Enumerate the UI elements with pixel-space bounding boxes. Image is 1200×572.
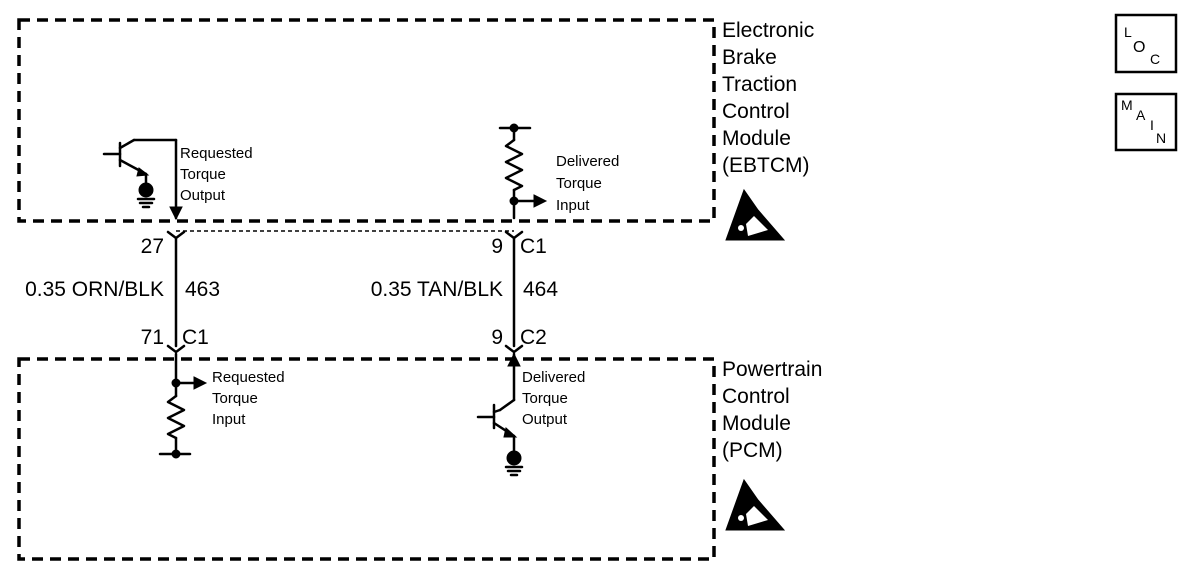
wire-464: 9 C1 0.35 TAN/BLK 464 9 C2	[371, 235, 558, 354]
wire-463-circuit: 463	[185, 278, 220, 301]
ebtcm-title-line: (EBTCM)	[722, 154, 810, 177]
wire-463-bottom-connector: C1	[182, 326, 209, 349]
main-icon[interactable]: M A I N	[1114, 92, 1178, 152]
loc-icon-char: L	[1124, 24, 1132, 40]
ebtcm-title-line: Module	[722, 127, 791, 150]
ebtcm-module: Electronic Brake Traction Control Module…	[17, 18, 814, 241]
ground-icon	[504, 450, 524, 477]
pcm-input-label-line: Input	[212, 411, 246, 428]
wire-463-top-pin: 27	[141, 235, 164, 258]
pcm-input-label-line: Torque	[212, 390, 258, 407]
pcm-title-line: (PCM)	[722, 439, 783, 462]
pcm-module: Powertrain Control Module (PCM) Requeste…	[17, 352, 822, 561]
ebtcm-title-line: Traction	[722, 73, 797, 96]
ebtcm-boundary	[17, 18, 716, 223]
esd-warning-icon	[725, 478, 786, 531]
esd-warning-icon	[725, 188, 786, 241]
pcm-title: Powertrain Control Module (PCM)	[722, 358, 822, 462]
ebtcm-input-label: Delivered Torque Input	[556, 153, 619, 214]
ground-icon	[136, 182, 156, 209]
ebtcm-input-label-line: Input	[556, 197, 590, 214]
loc-icon-char: O	[1133, 39, 1145, 56]
main-icon-char: N	[1156, 130, 1166, 146]
wire-464-bottom-connector: C2	[520, 326, 547, 349]
ebtcm-delivered-torque-input-resistor	[498, 123, 548, 220]
pcm-delivered-torque-output-transistor	[476, 352, 521, 454]
pcm-input-label: Requested Torque Input	[212, 369, 285, 428]
pcm-output-label-line: Output	[522, 411, 568, 428]
ebtcm-title-line: Brake	[722, 46, 777, 69]
pcm-title-line: Module	[722, 412, 791, 435]
loc-icon[interactable]: L O C	[1114, 13, 1178, 74]
ebtcm-input-label-line: Torque	[556, 175, 602, 192]
ebtcm-output-label: Requested Torque Output	[180, 145, 253, 204]
pcm-input-label-line: Requested	[212, 369, 285, 386]
ebtcm-title: Electronic Brake Traction Control Module…	[722, 19, 814, 177]
connector-c1-ebtcm	[166, 230, 524, 240]
ebtcm-requested-torque-output-transistor	[102, 138, 183, 221]
ebtcm-output-label-line: Output	[180, 187, 226, 204]
wire-463-gauge-color: 0.35 ORN/BLK	[25, 278, 164, 301]
wire-464-circuit: 464	[523, 278, 558, 301]
pcm-output-label: Delivered Torque Output	[522, 369, 585, 428]
pcm-title-line: Powertrain	[722, 358, 822, 381]
pcm-output-label-line: Torque	[522, 390, 568, 407]
main-icon-char: M	[1121, 97, 1133, 113]
pcm-title-line: Control	[722, 385, 790, 408]
wire-463: 27 0.35 ORN/BLK 463 71 C1	[25, 235, 220, 354]
ebtcm-output-label-line: Torque	[180, 166, 226, 183]
wire-464-top-connector: C1	[520, 235, 547, 258]
ebtcm-title-line: Control	[722, 100, 790, 123]
main-icon-char: I	[1150, 117, 1154, 133]
pcm-boundary	[17, 357, 716, 561]
wire-464-gauge-color: 0.35 TAN/BLK	[371, 278, 503, 301]
ebtcm-output-label-line: Requested	[180, 145, 253, 162]
ebtcm-input-label-line: Delivered	[556, 153, 619, 170]
pcm-output-label-line: Delivered	[522, 369, 585, 386]
wire-463-bottom-pin: 71	[141, 326, 164, 349]
ebtcm-title-line: Electronic	[722, 19, 814, 42]
main-icon-char: A	[1136, 107, 1146, 123]
loc-icon-char: C	[1150, 51, 1160, 67]
wire-464-bottom-pin: 9	[491, 326, 503, 349]
pcm-requested-torque-input-resistor	[158, 352, 208, 459]
wire-464-top-pin: 9	[491, 235, 503, 258]
